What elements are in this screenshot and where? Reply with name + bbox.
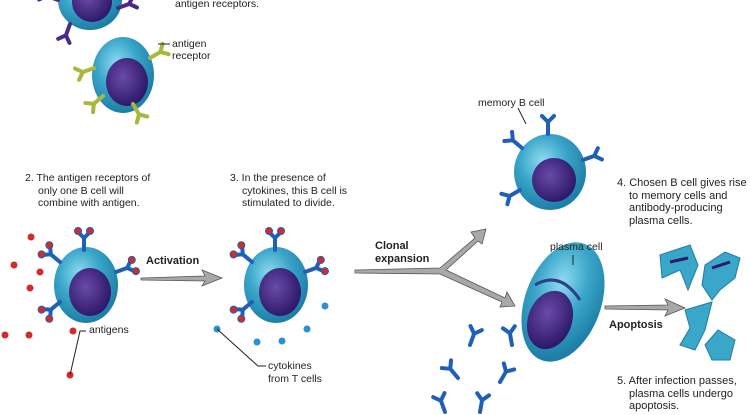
clonal-expansion-line: expansion xyxy=(375,252,430,265)
clonal-expansion-label: Clonal expansion xyxy=(375,240,429,265)
step5-line: 5. After infection passes, xyxy=(617,375,737,387)
step4-line: antibody-producing xyxy=(629,202,723,214)
free-antibodies xyxy=(431,324,520,415)
step4-line: plasma cells. xyxy=(629,214,693,227)
b-cell-stimulated xyxy=(226,225,332,326)
cytokines-label: cytokines from T cells xyxy=(268,360,322,385)
antigens-label: antigens xyxy=(89,324,129,336)
step1-text-tail: antigen receptors. xyxy=(175,0,260,10)
b-cell-green xyxy=(73,37,171,125)
step5-text: 5. After infection passes, plasma cells … xyxy=(617,375,737,413)
plasma-cell xyxy=(521,242,605,362)
antigen-receptor-label-line2: receptor xyxy=(172,50,211,62)
step2-line: combine with antigen. xyxy=(38,197,140,209)
cytokines-line: cytokines xyxy=(268,360,312,372)
memory-b-cell-label: memory B cell xyxy=(478,97,545,109)
cytokines-line: from T cells xyxy=(268,372,322,385)
apoptosis-label: Apoptosis xyxy=(609,319,663,331)
step3-line: stimulated to divide. xyxy=(242,197,335,209)
b-cell-purple xyxy=(37,0,139,45)
antigen-receptor-label-line1: antigen xyxy=(172,38,207,50)
step4-line: 4. Chosen B cell gives rise xyxy=(617,177,747,189)
step2-line: only one B cell will xyxy=(38,184,124,197)
apoptosis-arrow xyxy=(604,298,687,317)
clonal-expansion-arrow xyxy=(354,228,516,308)
activation-arrow xyxy=(140,269,224,287)
step4-text: 4. Chosen B cell gives rise to memory ce… xyxy=(617,177,747,227)
step3-line: 3. In the presence of xyxy=(230,172,326,184)
apoptotic-fragments xyxy=(659,244,741,361)
step2-text: 2. The antigen receptors of only one B c… xyxy=(25,172,150,210)
b-cell-activated xyxy=(34,225,143,326)
activation-label: Activation xyxy=(146,255,200,267)
clonal-expansion-line: Clonal xyxy=(375,240,409,252)
step4-line: to memory cells and xyxy=(629,189,728,202)
memory-b-cell xyxy=(499,107,604,210)
plasma-cell-label: plasma cell xyxy=(550,241,603,253)
step2-line: 2. The antigen receptors of xyxy=(25,172,151,184)
step5-line: plasma cells undergo xyxy=(629,387,733,400)
step3-line: cytokines, this B cell is xyxy=(242,184,348,197)
step5-line: apoptosis. xyxy=(629,400,680,412)
step3-text: 3. In the presence of cytokines, this B … xyxy=(230,172,347,210)
